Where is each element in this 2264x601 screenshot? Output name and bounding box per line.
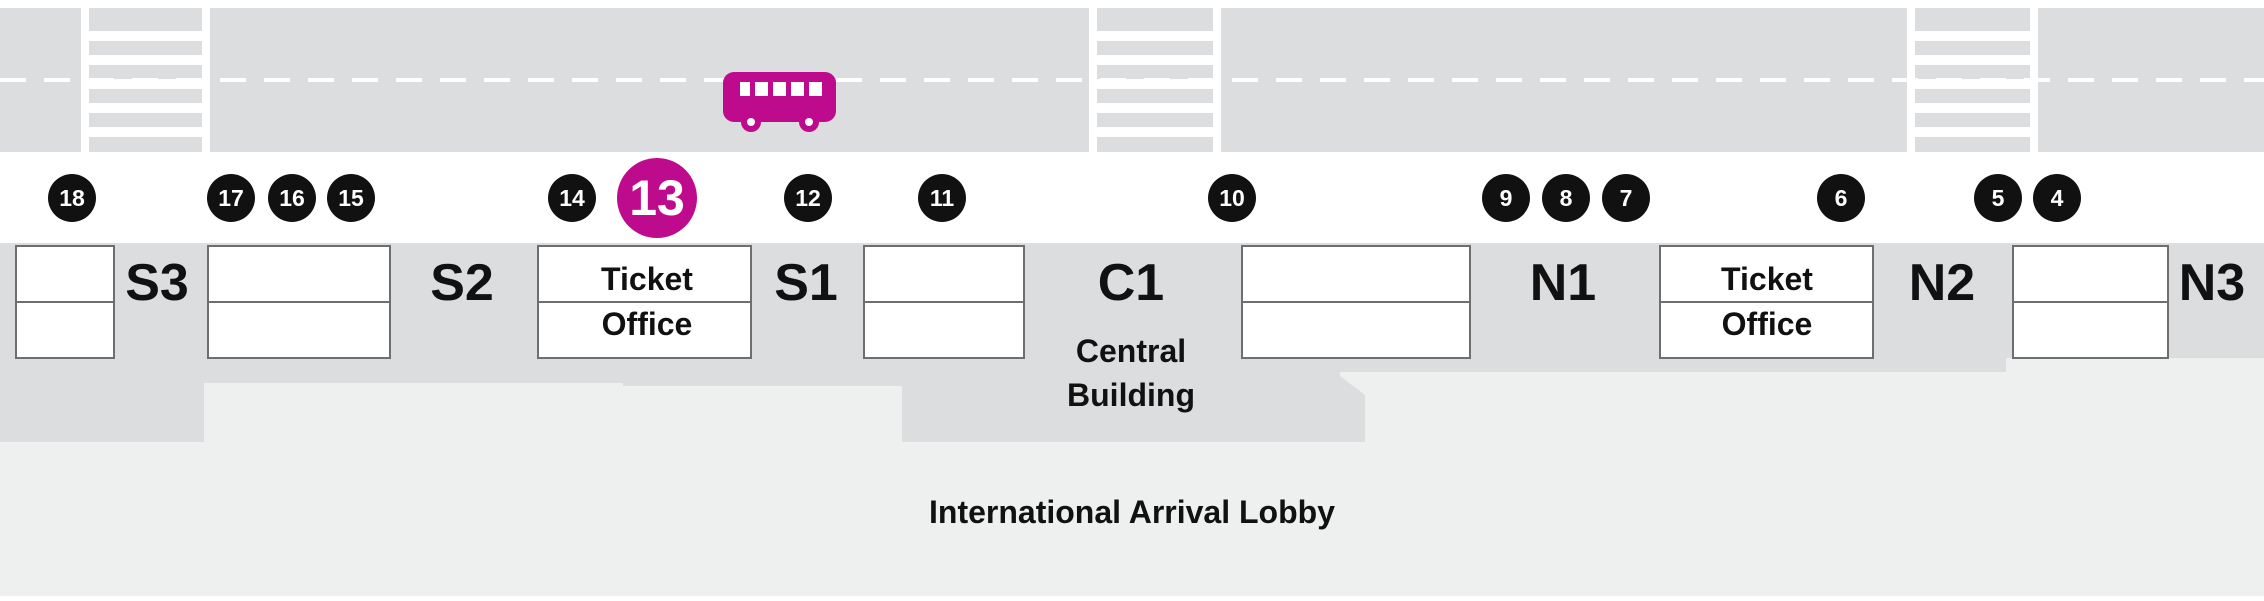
bus-stop-number: 9 (1500, 185, 1513, 211)
bus-stop-badge: 8 (1542, 174, 1590, 222)
bus-stop-number: 12 (795, 185, 821, 211)
bus-stop-number: 10 (1219, 185, 1245, 211)
bus-stop-badge: 7 (1602, 174, 1650, 222)
central-building-label-line2: Building (1067, 377, 1195, 413)
bus-stop-badge: 12 (784, 174, 832, 222)
exit-label: N2 (1909, 254, 1975, 312)
bus-stop-badge: 5 (1974, 174, 2022, 222)
exit-label: S3 (125, 254, 189, 312)
bus-stops: 18 17 16 15 14 13 12 11 10 9 8 7 6 5 4 (48, 158, 2081, 238)
exit-label: N3 (2179, 254, 2245, 312)
bus-stop-number: 6 (1835, 185, 1848, 211)
bus-stop-number: 7 (1620, 185, 1633, 211)
bus-stop-badge: 18 (48, 174, 96, 222)
bus-stop-badge: 16 (268, 174, 316, 222)
bus-icon (723, 72, 836, 132)
exit-label: N1 (1530, 254, 1596, 312)
bus-stop-badge: 10 (1208, 174, 1256, 222)
exit-label: C1 (1098, 254, 1164, 312)
bus-stop-number: 18 (59, 185, 85, 211)
bus-stop-number: 8 (1560, 185, 1573, 211)
crosswalk-3 (1907, 8, 2038, 152)
bus-stop-badge: 11 (918, 174, 966, 222)
ticket-office-2-label-line1: Ticket (1721, 261, 1813, 297)
bus-stop-badge: 15 (327, 174, 375, 222)
bus-stop-badge: 4 (2033, 174, 2081, 222)
bus-stop-badge: 14 (548, 174, 596, 222)
bus-stop-number: 13 (629, 170, 685, 226)
lobby-label: International Arrival Lobby (929, 494, 1335, 530)
bus-stop-number: 15 (338, 185, 364, 211)
bus-stop-number: 5 (1992, 185, 2005, 211)
ticket-office-2-label-line2: Office (1722, 306, 1813, 342)
bus-stop-number: 17 (218, 185, 244, 211)
bus-stop-number: 11 (930, 185, 955, 211)
crosswalk-2 (1089, 8, 1221, 152)
bus-stop-number: 14 (559, 185, 585, 211)
bus-stop-badge: 17 (207, 174, 255, 222)
ticket-office-1-label-line1: Ticket (601, 261, 693, 297)
exit-label: S2 (430, 254, 494, 312)
bus-stop-number: 4 (2051, 185, 2064, 211)
crosswalk-1 (81, 8, 210, 152)
bus-stop-highlighted: 13 (617, 158, 697, 238)
central-building-label-line1: Central (1076, 333, 1186, 369)
bus-stop-badge: 6 (1817, 174, 1865, 222)
kiosks (15, 245, 2169, 359)
exit-label: S1 (774, 254, 838, 312)
bus-stop-badge: 9 (1482, 174, 1530, 222)
ticket-office-1-label-line2: Office (602, 306, 693, 342)
bus-stop-number: 16 (279, 185, 305, 211)
